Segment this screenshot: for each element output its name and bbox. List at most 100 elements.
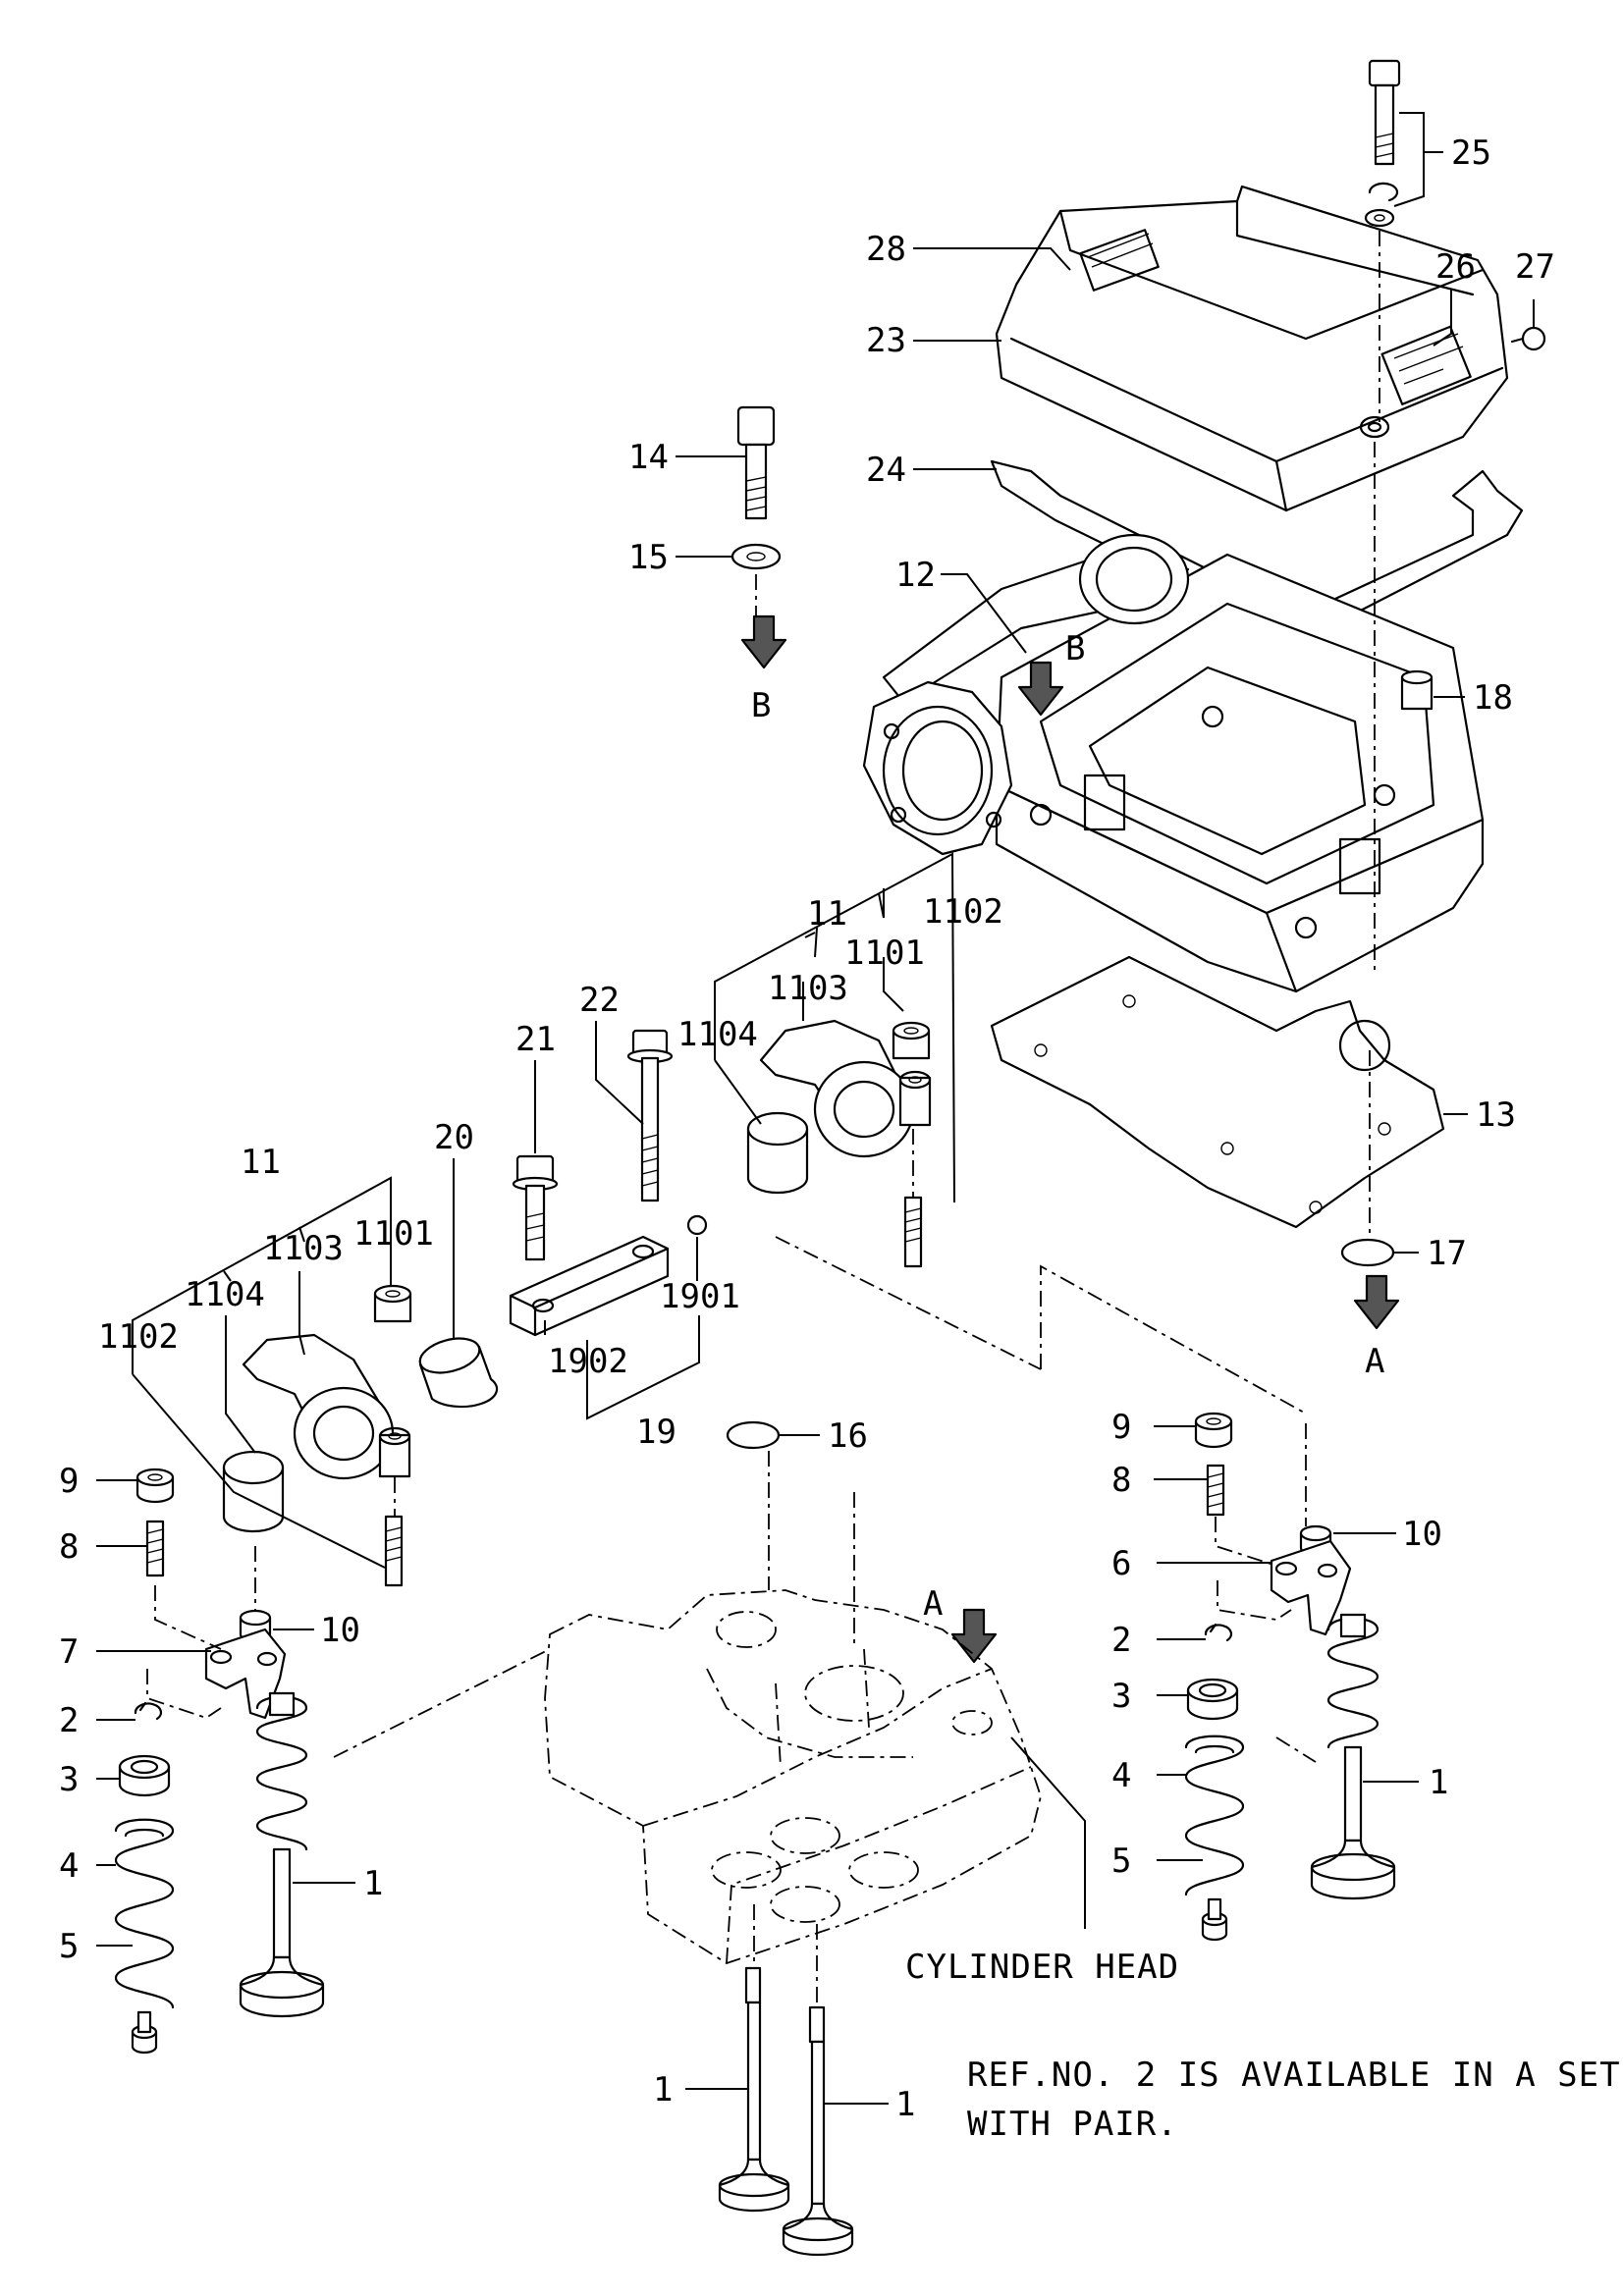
label-2-left: 2 [59, 1701, 79, 1740]
label-8-left: 8 [59, 1527, 79, 1567]
label-4-right: 4 [1111, 1756, 1131, 1795]
nut-1101-left [373, 1284, 412, 1323]
nut-9-right [1194, 1412, 1233, 1449]
label-24: 24 [866, 451, 906, 490]
label-16: 16 [828, 1416, 868, 1456]
label-19: 19 [636, 1413, 676, 1452]
bushing-20 [418, 1337, 499, 1409]
retainer-3-right [1186, 1678, 1239, 1721]
label-1-right: 1 [1429, 1763, 1448, 1802]
o-ring-16 [726, 1420, 781, 1450]
bolt-14 [736, 405, 776, 520]
note-line-1: REF.NO. 2 IS AVAILABLE IN A SET [967, 2056, 1621, 2095]
marker-a-lower: A [923, 1584, 943, 1624]
label-25: 25 [1451, 133, 1491, 173]
leader-lines [96, 112, 1535, 2105]
label-1901: 1901 [660, 1277, 740, 1316]
label-21: 21 [515, 1020, 556, 1059]
label-1102-upper: 1102 [923, 892, 1003, 932]
o-ring-17 [1340, 1238, 1395, 1267]
label-11-left: 11 [241, 1143, 281, 1182]
bushing-18 [1400, 669, 1434, 711]
rocker-arm-left [242, 1333, 411, 1480]
label-1101-left: 1101 [353, 1214, 434, 1254]
marker-b-right: B [1065, 629, 1085, 668]
label-1103-upper: 1103 [768, 969, 848, 1008]
label-1104-left: 1104 [185, 1275, 265, 1314]
arrow-a-top [1353, 1274, 1400, 1330]
cap-27 [1510, 326, 1546, 351]
label-1104-upper: 1104 [677, 1015, 758, 1054]
label-9-right: 9 [1111, 1408, 1131, 1447]
bolt-22 [626, 1029, 674, 1202]
label-3-left: 3 [59, 1760, 79, 1799]
screw-8-left [145, 1520, 165, 1577]
rocker-arm-upper [759, 1019, 932, 1158]
housing-gasket [990, 955, 1445, 1229]
label-3-right: 3 [1111, 1677, 1131, 1716]
stem-seal-5-right [1201, 1897, 1228, 1942]
valve-1-left [239, 1691, 325, 2018]
bushing-1104-left [222, 1450, 285, 1533]
stem-seal-5-left [131, 2010, 158, 2055]
rocker-shaft [509, 1235, 670, 1337]
assembly-lines [146, 231, 1380, 2007]
rocker-housing [862, 533, 1485, 993]
nut-9-left [135, 1468, 175, 1504]
label-8-right: 8 [1111, 1461, 1131, 1500]
label-5-right: 5 [1111, 1842, 1131, 1881]
bushing-1104-upper [746, 1111, 809, 1195]
label-1101-upper: 1101 [844, 934, 925, 973]
valve-1-lower-right [782, 2005, 854, 2257]
label-27: 27 [1515, 247, 1555, 287]
cylinder-head [544, 1589, 1042, 1964]
pin-1901 [686, 1214, 708, 1236]
marker-b-left: B [751, 686, 771, 725]
nut-1101-upper [892, 1021, 931, 1060]
spring-4-right [1184, 1735, 1245, 1896]
label-1902: 1902 [548, 1342, 628, 1381]
label-9-left: 9 [59, 1462, 79, 1501]
screw-1102-left [384, 1515, 404, 1587]
label-4-left: 4 [59, 1846, 79, 1886]
marker-a-top: A [1365, 1342, 1384, 1381]
label-14: 14 [628, 438, 669, 477]
label-11-upper: 11 [807, 894, 847, 934]
label-1103-left: 1103 [263, 1229, 344, 1268]
spring-4-left [114, 1818, 175, 2009]
cotter-2-left [134, 1701, 163, 1721]
label-22: 22 [579, 981, 620, 1020]
bolt-21 [512, 1154, 559, 1261]
cotter-2-right [1204, 1623, 1233, 1642]
rocker-cover [995, 185, 1509, 512]
label-1-lower-left: 1 [653, 2070, 673, 2109]
label-26: 26 [1435, 247, 1476, 287]
label-12: 12 [895, 556, 936, 595]
washer-15 [730, 543, 782, 570]
label-1102-left: 1102 [98, 1317, 179, 1357]
label-2-right: 2 [1111, 1621, 1131, 1660]
arrow-b-left [740, 614, 787, 669]
label-1-lower-right: 1 [895, 2085, 915, 2124]
valve-1-right [1310, 1613, 1396, 1900]
label-10-right: 10 [1402, 1515, 1442, 1554]
bolt-25 [1364, 59, 1401, 228]
cylinder-head-label: CYLINDER HEAD [905, 1948, 1179, 1987]
arrow-b-right [1017, 661, 1064, 717]
screw-8-right [1206, 1464, 1225, 1517]
label-18: 18 [1473, 678, 1513, 718]
label-28: 28 [866, 230, 906, 269]
bridge-7 [204, 1628, 287, 1720]
label-5-left: 5 [59, 1927, 79, 1966]
label-20: 20 [434, 1118, 474, 1157]
retainer-3-left [118, 1754, 171, 1797]
label-23: 23 [866, 321, 906, 360]
label-7: 7 [59, 1632, 79, 1672]
label-1-left: 1 [363, 1864, 383, 1903]
label-10-left: 10 [320, 1611, 360, 1650]
label-15: 15 [628, 538, 669, 577]
label-13: 13 [1476, 1095, 1516, 1135]
label-6: 6 [1111, 1544, 1131, 1583]
screw-1102-upper [903, 1196, 923, 1268]
